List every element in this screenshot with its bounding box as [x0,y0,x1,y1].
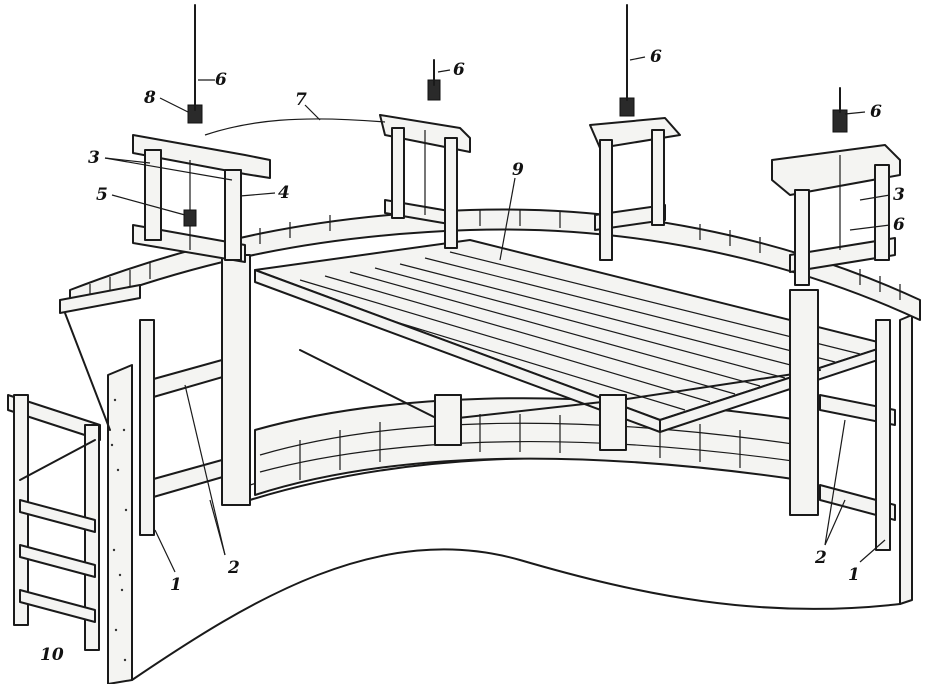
jack-frame-c [589,4,681,261]
under-deck-beam [299,349,821,421]
frame-c-left-upright [599,139,613,261]
jack-frame-d [771,87,901,286]
deck-platform [254,239,891,451]
posts [139,254,891,551]
post-right-outer [875,319,891,551]
scaffold-strut [59,299,111,431]
scaffold-rung-2 [19,544,96,578]
frame-d-bottom-yoke [789,237,896,273]
frame-c-right-upright [651,129,665,226]
post-left-outer [139,319,155,536]
label-2-right: 2 [814,548,827,568]
frame-a-top-yoke [132,134,271,179]
left-wall-dots [110,398,128,662]
label-5: 5 [96,185,108,205]
label-6-e: 6 [893,215,905,235]
frame-d-left-upright [794,189,810,286]
frame-d-top-yoke [771,144,901,196]
frame-a-right-upright [224,169,242,261]
cable-link [204,118,386,136]
frame-b-right-upright [444,137,458,249]
outer-scaffold [7,284,141,651]
scaffold-post-2 [84,424,100,651]
label-3-right: 3 [893,185,905,205]
label-9: 9 [512,160,524,180]
label-2-left: 2 [227,558,240,578]
frame-a-left-upright [144,149,162,241]
label-6-a: 6 [215,70,227,90]
label-6-d: 6 [870,102,882,122]
scaffold-brace [19,439,96,481]
frame-a-nut [183,209,197,227]
label-1-right: 1 [848,565,860,585]
frame-d-right-upright [874,164,890,261]
under-post-1 [434,394,462,446]
post-left-main [221,254,251,506]
lower-ring-bricks [259,414,801,480]
jack-frame-b [379,59,471,249]
label-10: 10 [40,645,64,665]
right-wall-section [899,314,913,605]
label-1-left: 1 [170,575,182,595]
scaffold-top-beam [59,284,141,314]
under-post-2 [599,394,627,451]
ground-curve [131,548,901,681]
leader-lines [104,56,891,573]
frame-d-jack-head [832,109,848,133]
scaffold-rung-3 [19,589,96,623]
left-wall-section [107,364,133,684]
scaffold-rung-1 [19,499,96,533]
frame-b-left-upright [391,127,405,219]
label-4: 4 [278,183,290,203]
label-6-c: 6 [650,47,662,67]
label-6-b: 6 [453,60,465,80]
jack-frame-a [132,4,271,263]
label-7: 7 [295,90,307,110]
callout-labels: 6 8 7 6 6 6 3 4 5 9 3 6 2 1 2 1 10 [40,47,905,665]
ring-wall-hatching [89,210,901,300]
ring-wall-top [69,208,921,321]
ring-wall [69,208,921,321]
label-3-left: 3 [88,148,100,168]
post-right-main [789,289,819,516]
label-8: 8 [143,88,156,108]
deck-planks [274,251,861,411]
